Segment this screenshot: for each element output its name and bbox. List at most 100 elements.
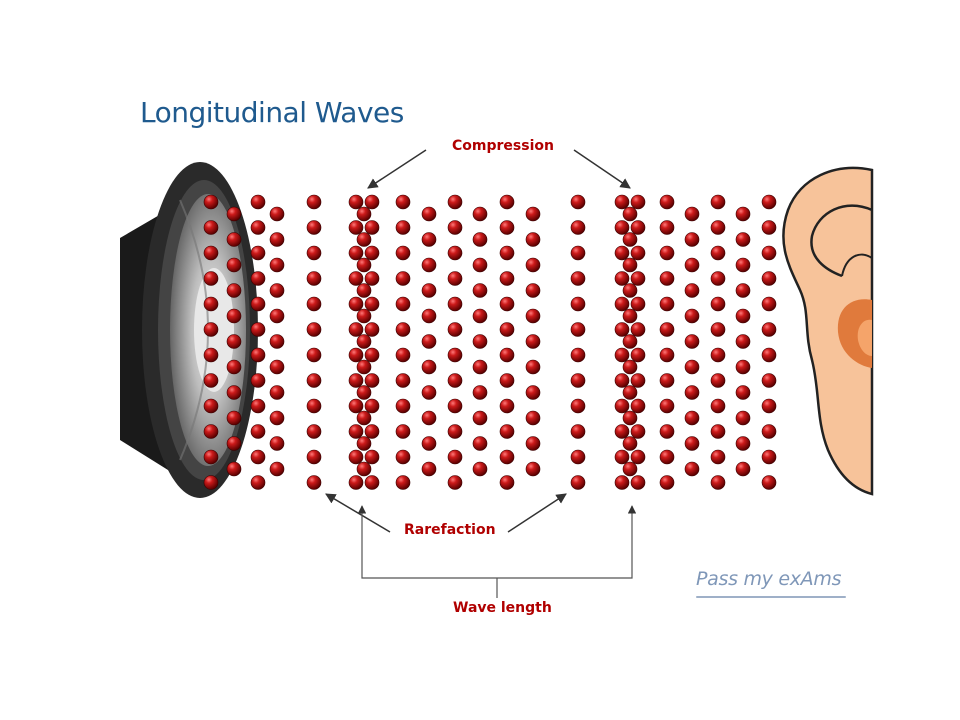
particle <box>622 308 638 324</box>
particle <box>364 475 380 490</box>
particle <box>630 194 646 210</box>
particle <box>348 245 364 261</box>
particle <box>684 206 700 222</box>
particle <box>472 461 488 477</box>
particle <box>364 245 380 261</box>
ear-icon <box>782 166 874 496</box>
particle <box>226 410 242 426</box>
particle <box>684 257 700 273</box>
particle <box>710 398 726 414</box>
particle <box>447 373 463 388</box>
particle <box>364 322 380 337</box>
particle <box>684 334 700 349</box>
particle <box>395 322 411 337</box>
particle <box>684 359 700 375</box>
particle <box>630 475 646 490</box>
particle <box>269 232 285 247</box>
particle <box>269 206 285 222</box>
particle <box>710 220 726 235</box>
particle <box>348 194 364 210</box>
particle <box>525 436 541 451</box>
particle <box>269 283 285 298</box>
particle <box>447 271 463 286</box>
particle <box>630 245 646 261</box>
particle <box>306 220 322 235</box>
particle <box>306 373 322 388</box>
particle <box>348 271 364 286</box>
particle <box>614 194 630 210</box>
particle <box>269 359 285 375</box>
particle <box>710 449 726 465</box>
particle <box>525 334 541 349</box>
particle <box>630 424 646 439</box>
particle <box>472 308 488 324</box>
particle <box>306 424 322 439</box>
particle <box>250 296 266 312</box>
particle <box>761 322 777 337</box>
particle <box>250 245 266 261</box>
particle <box>447 424 463 439</box>
particle <box>684 461 700 477</box>
particle <box>395 373 411 388</box>
particle <box>525 359 541 375</box>
particle <box>735 308 751 324</box>
particle <box>710 347 726 363</box>
particle <box>499 449 515 465</box>
particle <box>525 410 541 426</box>
particle <box>761 398 777 414</box>
particle <box>421 461 437 477</box>
particle <box>710 322 726 337</box>
particle <box>421 410 437 426</box>
particle <box>630 271 646 286</box>
particle <box>622 385 638 400</box>
particle <box>761 271 777 286</box>
particle <box>356 410 372 426</box>
particle <box>250 373 266 388</box>
particle <box>659 220 675 235</box>
particle <box>630 347 646 363</box>
particle <box>472 283 488 298</box>
particle <box>614 398 630 414</box>
particle <box>447 347 463 363</box>
particle <box>499 475 515 490</box>
particle <box>356 283 372 298</box>
particle <box>250 424 266 439</box>
particle <box>306 475 322 490</box>
particle <box>499 220 515 235</box>
particle <box>348 322 364 337</box>
particle <box>570 424 586 439</box>
particle <box>499 398 515 414</box>
pass-my-exams-logo: Pass my exAms <box>696 566 856 602</box>
particle <box>659 449 675 465</box>
particle <box>421 206 437 222</box>
particle <box>269 308 285 324</box>
particle <box>395 296 411 312</box>
particle <box>226 334 242 349</box>
particle <box>306 296 322 312</box>
particle <box>710 424 726 439</box>
particle <box>203 296 219 312</box>
particle <box>614 424 630 439</box>
particle <box>659 347 675 363</box>
particle <box>525 206 541 222</box>
particle <box>356 257 372 273</box>
particle <box>269 436 285 451</box>
particle <box>306 449 322 465</box>
particle <box>364 424 380 439</box>
particle <box>447 245 463 261</box>
particle <box>356 385 372 400</box>
particle <box>761 424 777 439</box>
particle <box>364 398 380 414</box>
particle <box>614 373 630 388</box>
particle <box>250 194 266 210</box>
particle <box>735 257 751 273</box>
particle <box>203 475 219 490</box>
particle <box>356 436 372 451</box>
particle <box>250 398 266 414</box>
particle <box>614 449 630 465</box>
particle <box>710 296 726 312</box>
logo-text: Pass my exAms <box>696 568 842 590</box>
particle <box>364 296 380 312</box>
particle <box>269 461 285 477</box>
particle <box>421 283 437 298</box>
